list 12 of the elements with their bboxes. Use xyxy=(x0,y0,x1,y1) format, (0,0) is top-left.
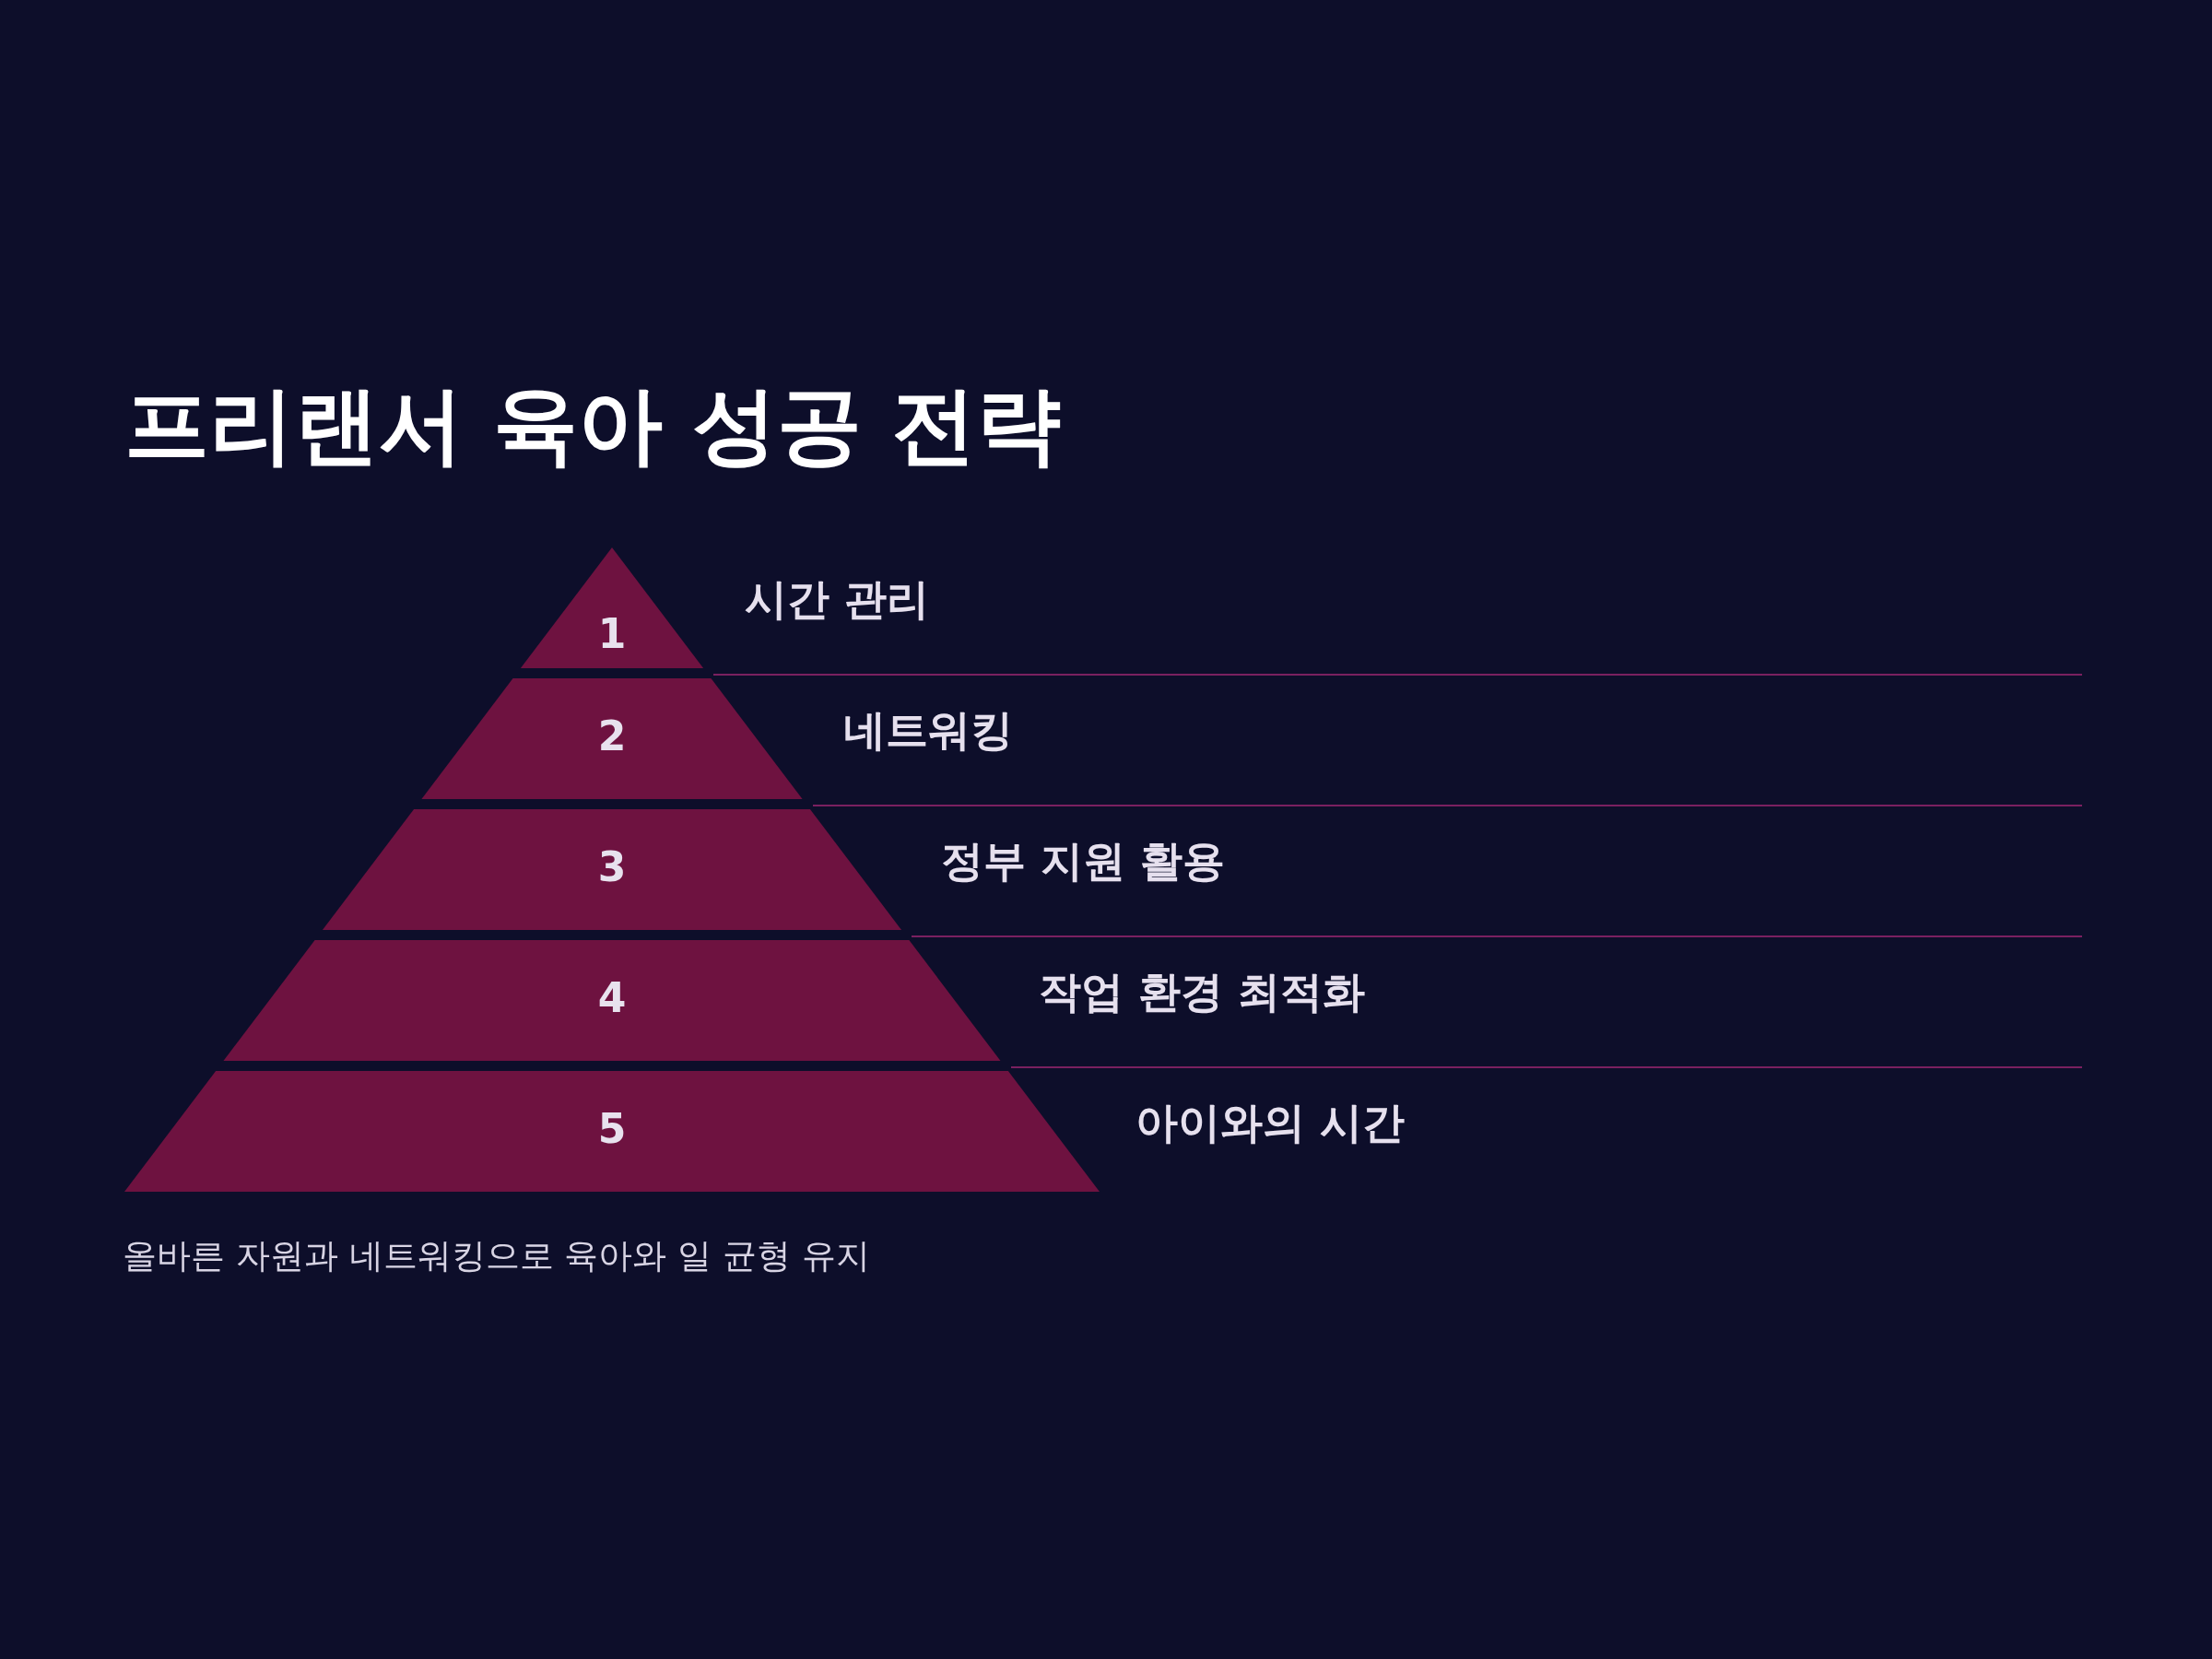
title: 프리랜서 육아 성공 전략 xyxy=(124,375,1062,477)
tier-label: 작업 환경 최적화 xyxy=(1039,965,1366,1018)
tier-label: 정부 지원 활용 xyxy=(941,834,1226,888)
tier-label: 시간 관리 xyxy=(745,572,929,626)
tier-number: 1 xyxy=(596,610,628,658)
tier-number: 2 xyxy=(596,712,628,759)
tier-label: 아이와의 시간 xyxy=(1135,1096,1405,1149)
tier-number: 3 xyxy=(596,842,628,890)
tier-label: 네트워킹 xyxy=(843,703,1013,757)
caption: 올바른 자원과 네트워킹으로 육아와 일 균형 유지 xyxy=(123,1235,870,1277)
tier-number: 5 xyxy=(596,1104,628,1152)
tier-number: 4 xyxy=(596,973,628,1021)
